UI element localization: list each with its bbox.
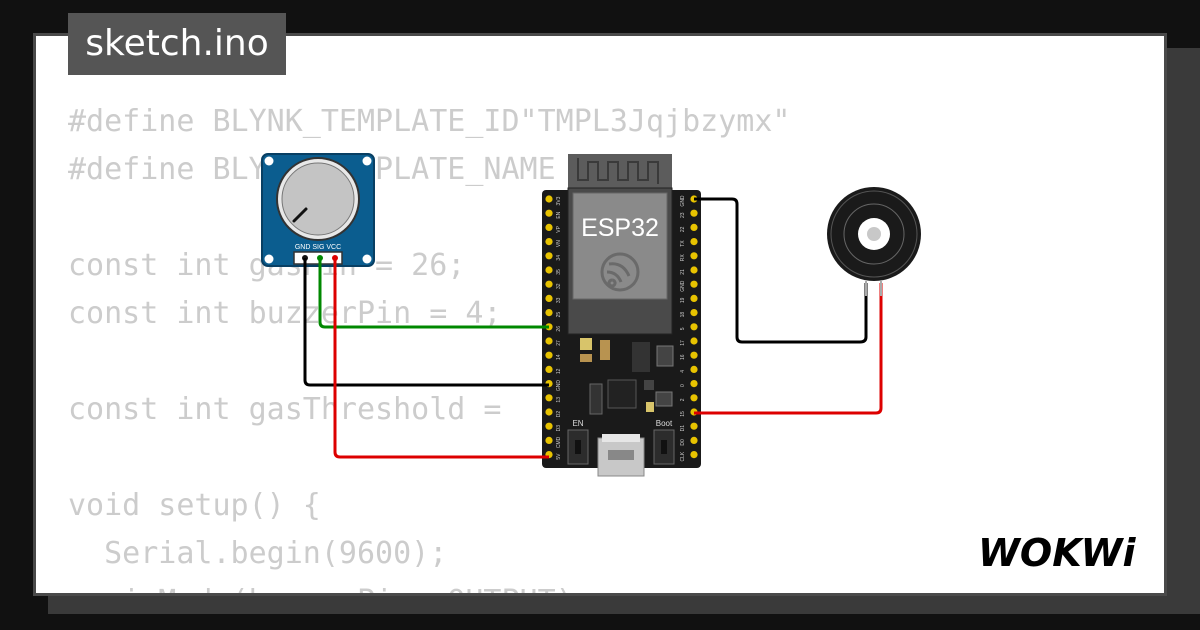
pin-label: VN (556, 240, 562, 247)
en-button-label: EN (572, 419, 583, 428)
pin-label: CLK (680, 451, 686, 461)
esp32-board[interactable]: ESP32 EN Boot (542, 154, 701, 477)
pin-label: 26 (556, 326, 562, 332)
pin-label: 14 (556, 354, 562, 360)
wire-buzzer-signal[interactable] (694, 283, 883, 415)
pin-label: 4 (680, 370, 686, 373)
pin-label: 34 (556, 255, 562, 261)
header-pin[interactable] (690, 436, 698, 444)
header-pin[interactable] (690, 252, 698, 260)
pin-label: TX (680, 240, 686, 247)
pin-label: 23 (680, 212, 686, 218)
espressif-logo-icon (600, 252, 640, 292)
pin-label: 5 (680, 327, 686, 330)
header-pin[interactable] (545, 252, 553, 260)
pin-label: 15 (680, 411, 686, 417)
pin-label: 16 (680, 354, 686, 360)
header-pin[interactable] (545, 238, 553, 246)
header-pin[interactable] (545, 209, 553, 217)
code-line: Serial.begin(9600); (68, 536, 448, 571)
header-pin[interactable] (690, 280, 698, 288)
pin-label: 0 (680, 384, 686, 387)
knob-indicator (292, 207, 308, 223)
header-pin[interactable] (690, 223, 698, 231)
code-line: pinMode(buzzerPin, OUTPUT); (68, 578, 790, 593)
pin-label: 27 (556, 340, 562, 346)
header-pin[interactable] (690, 266, 698, 274)
pin-label: GND (680, 195, 686, 207)
filename-tab[interactable]: sketch.ino (68, 13, 286, 75)
header-pin[interactable] (690, 380, 698, 388)
header-pin[interactable] (545, 351, 553, 359)
header-pin[interactable] (545, 365, 553, 373)
code-preview: #define BLYNK_TEMPLATE_ID"TMPL3Jqjbzymx"… (68, 98, 791, 593)
wire-buzzer-gnd[interactable] (694, 197, 868, 344)
pin-label: D3 (556, 425, 562, 432)
pin-label: 2 (680, 398, 686, 401)
boot-button-label: Boot (656, 419, 673, 428)
code-line: #define BLYNK_TEMPLATE_ID"TMPL3Jqjbzymx" (68, 104, 791, 139)
header-pin[interactable] (690, 209, 698, 217)
pin-label: D0 (680, 439, 686, 446)
header-pin[interactable] (690, 422, 698, 430)
header-pin[interactable] (690, 309, 698, 317)
esp32-label: ESP32 (581, 214, 659, 242)
buzzer[interactable] (827, 187, 921, 281)
potentiometer[interactable]: GND SIG VCC (261, 153, 375, 267)
wokwi-logo-text: WOKWi (978, 531, 1137, 575)
header-pin[interactable] (545, 223, 553, 231)
wire-signal-green[interactable] (318, 258, 549, 329)
header-pin[interactable] (545, 294, 553, 302)
header-pin[interactable] (545, 436, 553, 444)
pin-label: D2 (556, 411, 562, 418)
pin-label: 19 (680, 297, 686, 303)
header-pin[interactable] (545, 422, 553, 430)
header-pin[interactable] (690, 451, 698, 459)
pin-label: 33 (556, 297, 562, 303)
wire-gnd-black[interactable] (303, 258, 549, 387)
pin-label: 13 (556, 397, 562, 403)
code-line: const int buzzerPin = 4; (68, 296, 502, 331)
pin-label: 35 (556, 269, 562, 275)
pin-label: 5V (556, 453, 562, 460)
header-pin[interactable] (690, 238, 698, 246)
pin-label: GND (680, 280, 686, 292)
pin-label: 32 (556, 283, 562, 289)
pin-label: 12 (556, 368, 562, 374)
pin-label: 3V3 (556, 196, 562, 205)
wire-vcc-red[interactable] (333, 258, 549, 459)
header-pin[interactable] (690, 294, 698, 302)
esp32-pins[interactable]: 3V3ENVPVN343532332526271412GND13D2D3CMD5… (545, 195, 698, 461)
pin-label: VP (556, 225, 562, 232)
header-pin[interactable] (690, 394, 698, 402)
pin-label: EN (556, 211, 562, 218)
header-pin[interactable] (545, 266, 553, 274)
header-pin[interactable] (545, 280, 553, 288)
code-line: const int gasPin = 26; (68, 248, 466, 283)
header-pin[interactable] (690, 323, 698, 331)
code-line: void setup() { (68, 488, 321, 523)
header-pin[interactable] (545, 337, 553, 345)
pot-pin-labels: GND SIG VCC (295, 244, 341, 251)
header-pin[interactable] (690, 351, 698, 359)
header-pin[interactable] (545, 309, 553, 317)
header-pin[interactable] (690, 365, 698, 373)
pin-label: 17 (680, 340, 686, 346)
header-pin[interactable] (545, 394, 553, 402)
wokwi-logo: WOKWi (978, 531, 1137, 575)
pin-label: 25 (556, 312, 562, 318)
pin-label: 22 (680, 226, 686, 232)
pin-label: 18 (680, 312, 686, 318)
pin-label: D1 (680, 425, 686, 432)
pin-label: 21 (680, 269, 686, 275)
pin-label: RX (680, 254, 686, 262)
header-pin[interactable] (545, 408, 553, 416)
pin-label: CMD (556, 436, 562, 448)
code-line: const int gasThreshold = (68, 392, 520, 427)
header-pin[interactable] (690, 337, 698, 345)
header-pin[interactable] (545, 195, 553, 203)
pin-label: GND (556, 380, 562, 392)
